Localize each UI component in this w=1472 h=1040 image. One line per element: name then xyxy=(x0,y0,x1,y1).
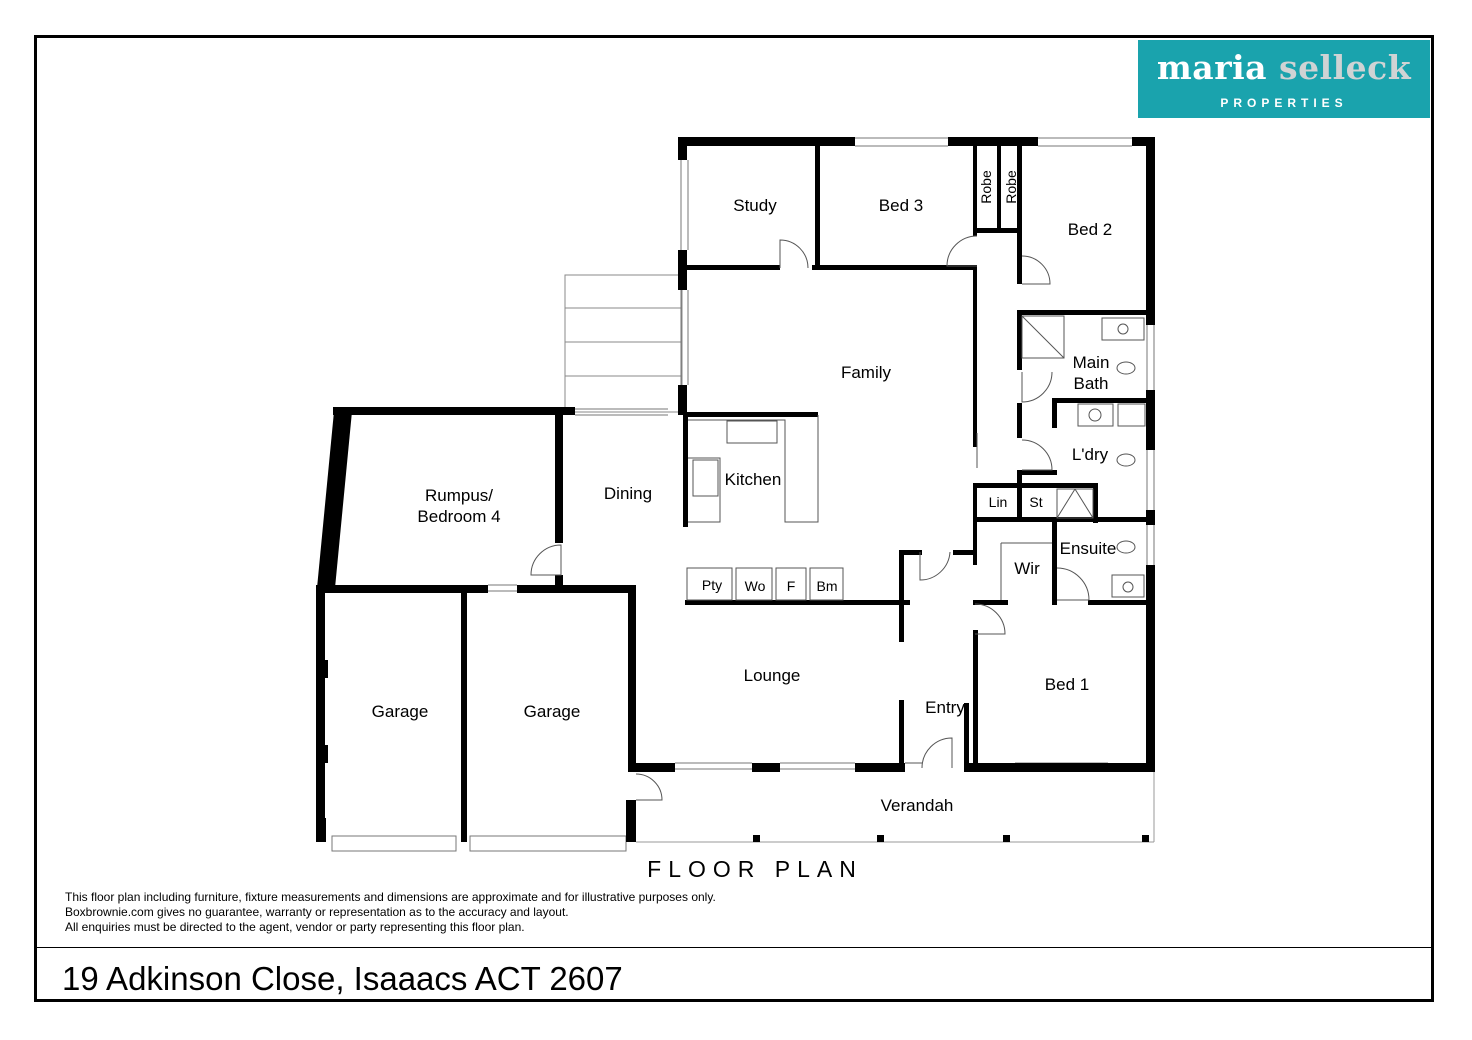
room-garage2: Garage xyxy=(524,702,581,721)
room-study: Study xyxy=(733,196,777,215)
logo-subtitle: PROPERTIES xyxy=(1220,96,1348,110)
room-rumpus-1: Rumpus/ xyxy=(425,486,493,505)
room-lin: Lin xyxy=(989,494,1008,510)
room-verandah: Verandah xyxy=(881,796,954,815)
verandah-posts xyxy=(753,835,1149,842)
verandah-outline xyxy=(636,768,1155,843)
room-main-bath-2: Bath xyxy=(1074,374,1109,393)
room-family: Family xyxy=(841,363,892,382)
property-address: 19 Adkinson Close, Isaaacs ACT 2607 xyxy=(62,960,623,997)
disclaimer-line: Boxbrownie.com gives no guarantee, warra… xyxy=(65,905,569,919)
fixtures xyxy=(686,315,1146,601)
footer-divider xyxy=(37,947,1434,948)
room-labels: Study Bed 3 Robe Robe Bed 2 Family Main … xyxy=(372,170,1117,815)
room-kitchen: Kitchen xyxy=(725,470,782,489)
room-garage1: Garage xyxy=(372,702,429,721)
deck xyxy=(564,274,683,413)
room-robe1: Robe xyxy=(978,170,994,204)
room-robe2: Robe xyxy=(1003,170,1019,204)
room-rumpus-2: Bedroom 4 xyxy=(417,507,500,526)
room-lounge: Lounge xyxy=(744,666,801,685)
room-bed3: Bed 3 xyxy=(879,196,923,215)
room-wir: Wir xyxy=(1014,559,1040,578)
room-main-bath-1: Main xyxy=(1073,353,1110,372)
walls xyxy=(316,137,1155,842)
disclaimer-line: All enquiries must be directed to the ag… xyxy=(65,920,525,934)
disclaimer: This floor plan including furniture, fix… xyxy=(65,890,825,935)
doors xyxy=(530,235,1090,801)
agency-logo: maria selleck PROPERTIES xyxy=(1138,40,1430,118)
room-bed1: Bed 1 xyxy=(1045,675,1089,694)
room-laundry: L'dry xyxy=(1072,445,1109,464)
logo-brand: maria selleck xyxy=(1156,48,1412,87)
room-st: St xyxy=(1029,494,1042,510)
floor-plan-title: FLOOR PLAN xyxy=(647,856,863,882)
room-wo: Wo xyxy=(745,578,766,594)
room-dining: Dining xyxy=(604,484,652,503)
room-entry: Entry xyxy=(925,698,965,717)
room-bed2: Bed 2 xyxy=(1068,220,1112,239)
disclaimer-line: This floor plan including furniture, fix… xyxy=(65,890,716,904)
room-ensuite: Ensuite xyxy=(1060,539,1117,558)
room-pty: Pty xyxy=(702,577,722,593)
room-bm: Bm xyxy=(817,578,838,594)
page-frame xyxy=(34,35,1434,1002)
room-f: F xyxy=(787,578,796,594)
